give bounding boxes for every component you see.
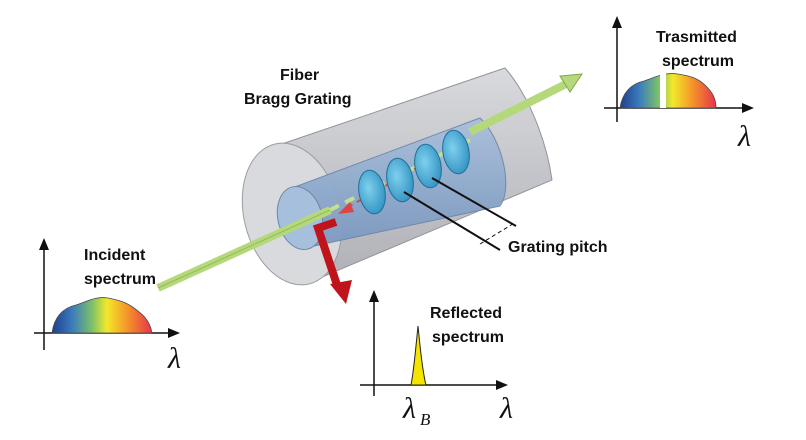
bragg-wavelength-symbol: λ: [402, 392, 416, 425]
fiber-label-line2: Bragg Grating: [244, 91, 352, 108]
fiber-label-line1: Fiber: [280, 67, 319, 84]
reflected-dash-arrowhead: [338, 202, 354, 214]
incident-x-axis-arrow: [168, 328, 180, 338]
transmitted-spectrum-shape: [619, 73, 717, 109]
transmitted-y-axis-arrow: [612, 16, 622, 28]
transmitted-notch: [660, 70, 666, 108]
beam-inside-fiber: [329, 138, 471, 212]
reflected-x-axis-arrow: [496, 380, 508, 390]
grating-pitch-label: Grating pitch: [508, 239, 608, 256]
incident-label-line2: spectrum: [84, 271, 156, 288]
reflected-lambda-symbol: λ: [499, 392, 513, 425]
incident-label-line1: Incident: [84, 247, 146, 264]
incident-spectrum-shape: [51, 297, 153, 334]
reflected-label-line1: Reflected: [430, 305, 502, 322]
transmitted-beam: [468, 80, 568, 136]
grating-disk-4: [442, 129, 470, 175]
transmitted-lambda-symbol: λ: [737, 120, 751, 153]
incident-y-axis-arrow: [39, 238, 49, 250]
transmitted-x-axis-arrow: [742, 103, 754, 113]
transmitted-label-line1: Trasmitted: [656, 29, 737, 46]
grating-disk-3: [414, 143, 442, 189]
reflected-spectrum-plot: Reflected spectrum λ B λ: [360, 290, 513, 429]
reflected-arrow-shaft: [312, 218, 342, 290]
grating: [338, 129, 470, 215]
reflected-arrow: [312, 218, 352, 304]
grating-disk-2: [386, 157, 414, 203]
incident-beam-edge: [157, 209, 331, 289]
reflected-arrow-head: [330, 280, 352, 304]
transmitted-label-line2: spectrum: [662, 53, 734, 70]
pitch-line-1: [403, 191, 501, 251]
transmitted-spectrum-plot: Trasmitted spectrum λ: [604, 16, 754, 153]
grating-disk-1: [358, 169, 386, 215]
reflected-label-line2: spectrum: [432, 329, 504, 346]
transmitted-beam-arrowhead: [559, 73, 583, 93]
light-beam: [156, 73, 583, 292]
bragg-wavelength-subscript: B: [420, 410, 431, 429]
pitch-dimension-line: [479, 221, 517, 245]
pitch-line-2: [431, 177, 517, 227]
grating-pitch-indicator: Grating pitch: [403, 177, 608, 256]
reflected-y-axis-arrow: [369, 290, 379, 302]
incident-spectrum-plot: Incident spectrum λ: [34, 238, 181, 375]
reflected-peak: [410, 325, 427, 386]
incident-lambda-symbol: λ: [167, 342, 181, 375]
